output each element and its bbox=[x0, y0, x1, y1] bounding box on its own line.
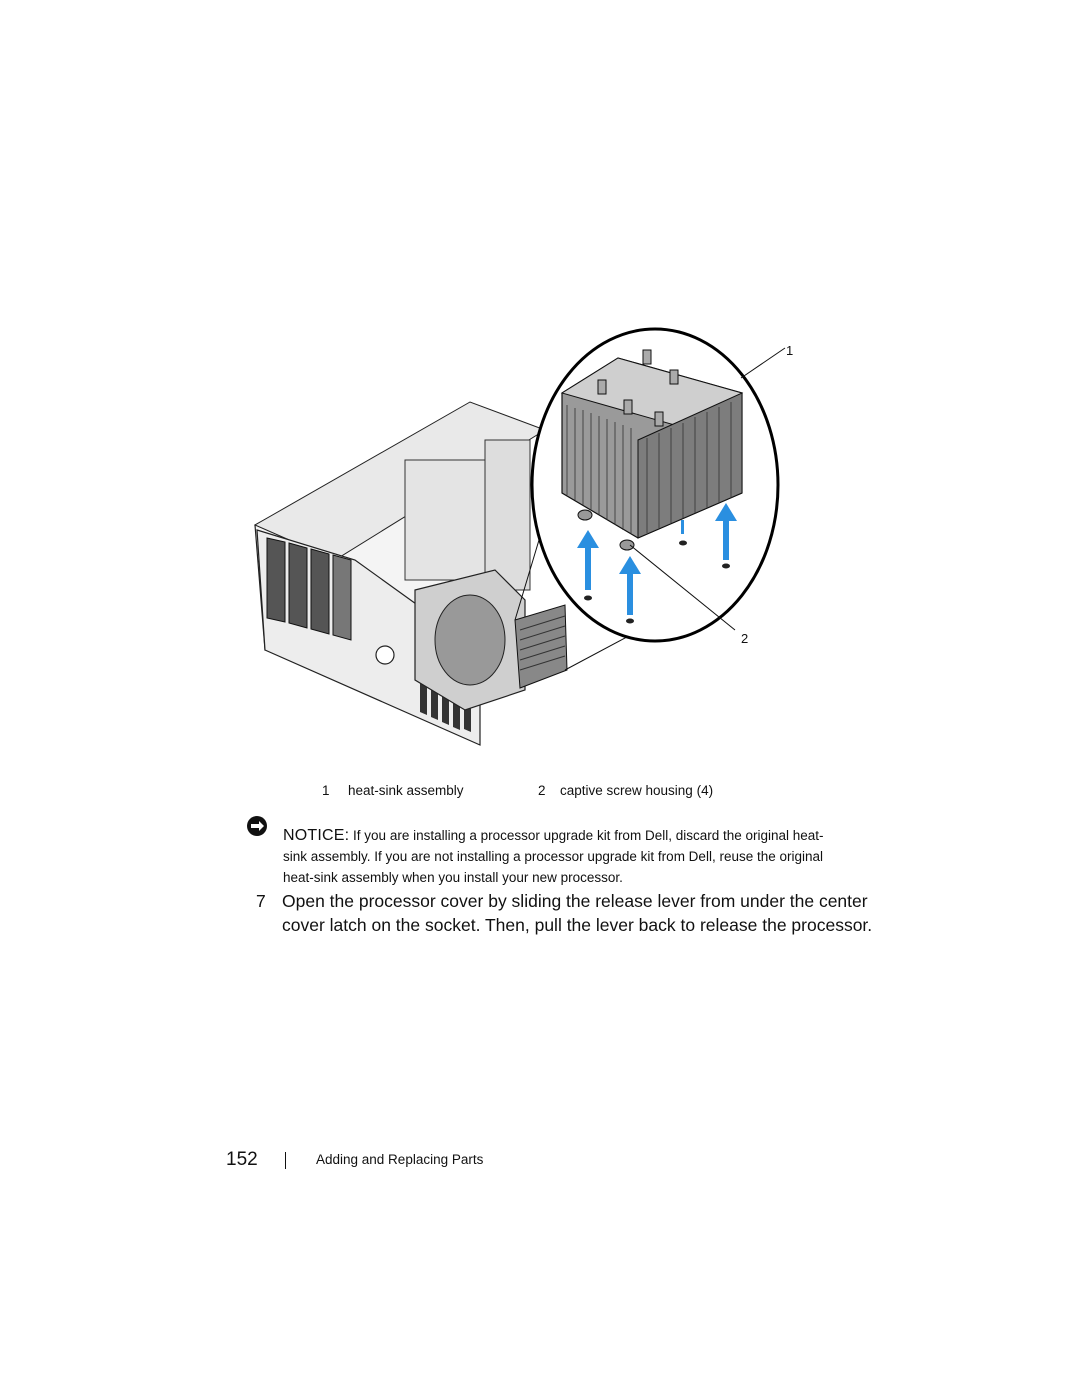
notice-label: NOTICE: bbox=[283, 827, 350, 844]
legend-num-1: 1 bbox=[322, 783, 330, 798]
screw-holes bbox=[584, 540, 730, 624]
callout-1-leader bbox=[740, 347, 786, 379]
footer-separator bbox=[285, 1152, 286, 1169]
notice-text: NOTICE: If you are installing a processo… bbox=[283, 825, 843, 888]
drive-bays bbox=[266, 537, 352, 641]
footer-section-title: Adding and Replacing Parts bbox=[316, 1152, 484, 1167]
legend-label-2: captive screw housing (4) bbox=[560, 783, 714, 798]
figure-illustration bbox=[253, 327, 786, 746]
callout-1: 1 bbox=[786, 343, 794, 358]
step-number: 7 bbox=[256, 891, 266, 911]
heat-sink-removal-figure: 1 2 bbox=[245, 320, 835, 760]
legend-num-2: 2 bbox=[538, 783, 546, 798]
legend-label-1: heat-sink assembly bbox=[348, 783, 464, 798]
lift-arrows bbox=[577, 503, 737, 615]
page-number: 152 bbox=[226, 1149, 258, 1170]
heat-sink-assembly bbox=[560, 349, 744, 551]
notice-icon bbox=[247, 816, 267, 836]
callout-2-leader bbox=[629, 544, 736, 631]
step-text: Open the processor cover by sliding the … bbox=[282, 891, 873, 935]
callout-2: 2 bbox=[741, 631, 749, 646]
chassis-heat-sink bbox=[514, 604, 568, 689]
power-button-icon bbox=[375, 645, 395, 665]
notice-body: If you are installing a processor upgrad… bbox=[283, 828, 824, 885]
